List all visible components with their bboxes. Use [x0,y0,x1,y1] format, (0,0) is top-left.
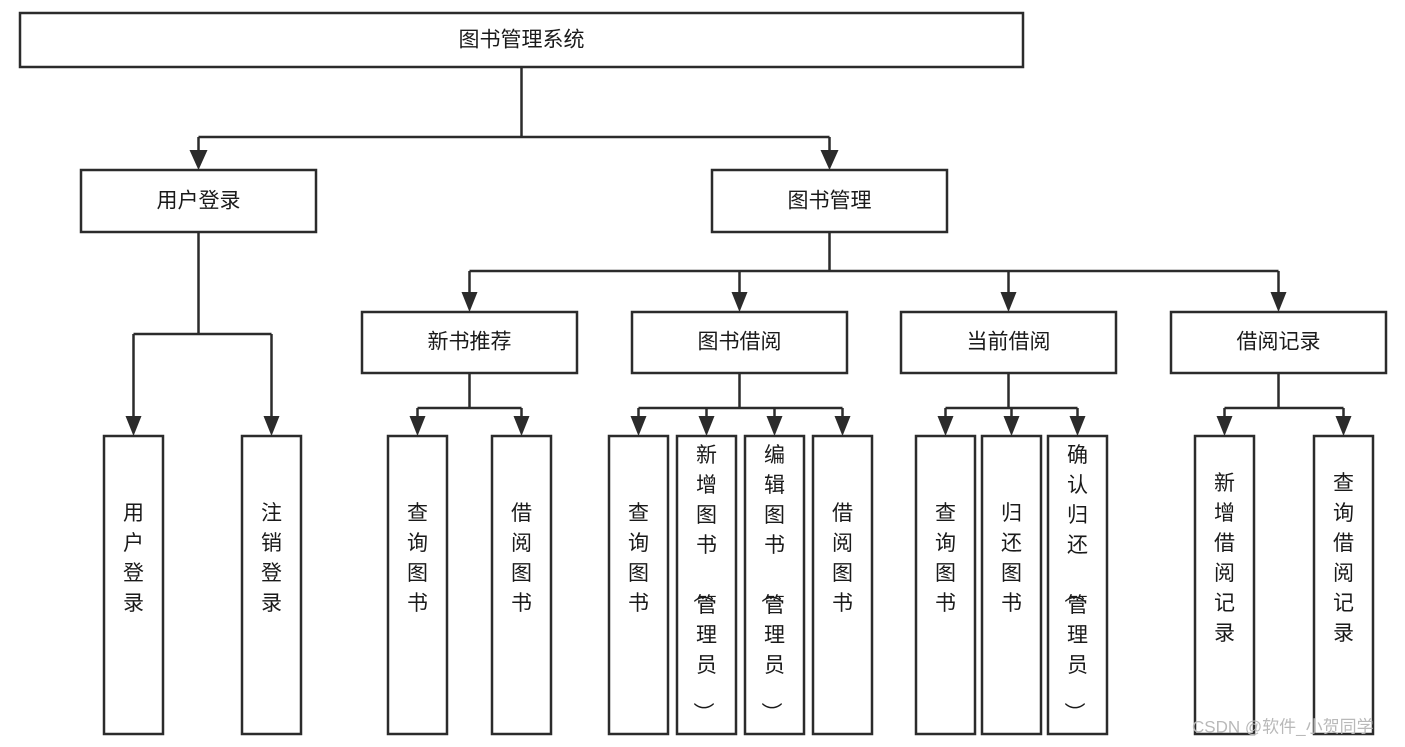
node-new-book-recommend-box[interactable] [360,310,579,375]
node-leaf-borrow-book-2-box[interactable] [811,434,874,736]
node-leaf-add-record-label: 新增借阅记录 [1214,472,1235,645]
arrowhead-leaf-query-record [1335,416,1352,436]
arrowhead-leaf-logout-login [263,416,280,436]
node-book-management[interactable]: 图书管理 [710,168,949,234]
node-leaf-confirm-return[interactable]: 确认归还（管理员） [1046,434,1109,736]
node-user-login-label: 用户登录 [157,190,241,213]
node-leaf-query-record-label: 查询借阅记录 [1333,472,1354,645]
connector-group-current-borrow-to-leaves [937,373,1086,436]
node-leaf-borrow-book-2[interactable]: 借阅图书 [811,434,874,736]
arrowhead-leaf-add-record [1216,416,1233,436]
node-leaf-add-book-label: 新增图书（管理员） [691,444,717,723]
node-leaf-query-record[interactable]: 查询借阅记录 [1312,434,1375,736]
node-borrow-record-box[interactable] [1169,310,1388,375]
node-user-login[interactable]: 用户登录 [79,168,318,234]
node-new-book-recommend[interactable]: 新书推荐 [360,310,579,375]
node-leaf-query-book-3-label: 查询图书 [935,502,956,615]
node-current-borrow-box[interactable] [899,310,1118,375]
node-leaf-add-record[interactable]: 新增借阅记录 [1193,434,1256,736]
connector-group-new-book-to-leaves [409,373,530,436]
node-leaf-logout-login-label: 注销登录 [261,502,282,615]
node-book-borrow-label: 图书借阅 [698,331,782,354]
arrowhead-leaf-user-login [125,416,142,436]
arrowhead-leaf-borrow-book-1 [513,416,530,436]
node-leaf-query-book-1-label: 查询图书 [407,502,428,615]
node-leaf-borrow-book-1-box[interactable] [490,434,553,736]
arrowhead-borrow-record [1270,292,1287,312]
node-leaf-add-book[interactable]: 新增图书（管理员） [675,434,738,736]
watermark-label: CSDN @软件_小贺同学 [1192,717,1374,736]
node-leaf-query-book-1[interactable]: 查询图书 [386,434,449,736]
arrowhead-book-borrow [731,292,748,312]
node-leaf-user-login-box[interactable] [102,434,165,736]
node-leaf-return-book-box[interactable] [980,434,1043,736]
node-new-book-recommend-label: 新书推荐 [428,331,512,354]
node-leaf-add-record-box[interactable] [1193,434,1256,736]
arrowhead-new-book-recommend [461,292,478,312]
node-leaf-return-book[interactable]: 归还图书 [980,434,1043,736]
node-leaf-confirm-return-box[interactable] [1046,434,1109,736]
connector-group-book-borrow-to-leaves [630,373,851,436]
connector-group-user-login-to-leaves [125,232,280,436]
arrowhead-leaf-query-book-2 [630,416,647,436]
arrowhead-leaf-query-book-1 [409,416,426,436]
node-book-borrow-box[interactable] [630,310,849,375]
node-leaf-borrow-book-1[interactable]: 借阅图书 [490,434,553,736]
arrowhead-leaf-borrow-book-2 [834,416,851,436]
node-current-borrow[interactable]: 当前借阅 [899,310,1118,375]
node-leaf-return-book-label: 归还图书 [1001,502,1022,615]
node-leaf-query-book-2-box[interactable] [607,434,670,736]
node-root-label: 图书管理系统 [459,29,585,52]
node-leaf-edit-book-box[interactable] [743,434,806,736]
node-current-borrow-label: 当前借阅 [967,331,1051,354]
arrowhead-leaf-query-book-3 [937,416,954,436]
node-leaf-query-book-3[interactable]: 查询图书 [914,434,977,736]
node-leaf-borrow-book-1-label: 借阅图书 [511,502,532,615]
node-leaf-confirm-return-label: 确认归还（管理员） [1062,444,1088,723]
arrowhead-leaf-edit-book [766,416,783,436]
node-leaf-edit-book[interactable]: 编辑图书（管理员） [743,434,806,736]
node-root[interactable]: 图书管理系统 [18,11,1025,69]
arrowhead-leaf-add-book [698,416,715,436]
node-leaf-edit-book-label: 编辑图书（管理员） [759,444,785,723]
connector-group-book-management-to-level3 [461,232,1287,312]
node-book-management-label: 图书管理 [788,190,872,213]
arrowhead-leaf-return-book [1003,416,1020,436]
node-leaf-query-record-box[interactable] [1312,434,1375,736]
arrowhead-book-management [820,150,839,170]
node-borrow-record[interactable]: 借阅记录 [1169,310,1388,375]
node-root-box[interactable] [18,11,1025,69]
node-leaf-user-login[interactable]: 用户登录 [102,434,165,736]
node-leaf-logout-login-box[interactable] [240,434,303,736]
node-leaf-query-book-3-box[interactable] [914,434,977,736]
node-borrow-record-label: 借阅记录 [1237,331,1321,354]
node-leaf-logout-login[interactable]: 注销登录 [240,434,303,736]
node-book-borrow[interactable]: 图书借阅 [630,310,849,375]
node-leaf-user-login-label: 用户登录 [123,502,144,615]
arrowhead-user-login [189,150,208,170]
arrowhead-leaf-confirm-return [1069,416,1086,436]
connector-group-root-to-level2 [189,67,839,170]
connector-group-borrow-record-to-leaves [1216,373,1352,436]
node-leaf-query-book-2[interactable]: 查询图书 [607,434,670,736]
node-book-management-box[interactable] [710,168,949,234]
arrowhead-current-borrow [1000,292,1017,312]
node-leaf-query-book-1-box[interactable] [386,434,449,736]
node-leaf-borrow-book-2-label: 借阅图书 [832,502,853,615]
node-user-login-box[interactable] [79,168,318,234]
node-leaf-add-book-box[interactable] [675,434,738,736]
node-leaf-query-book-2-label: 查询图书 [628,502,649,615]
